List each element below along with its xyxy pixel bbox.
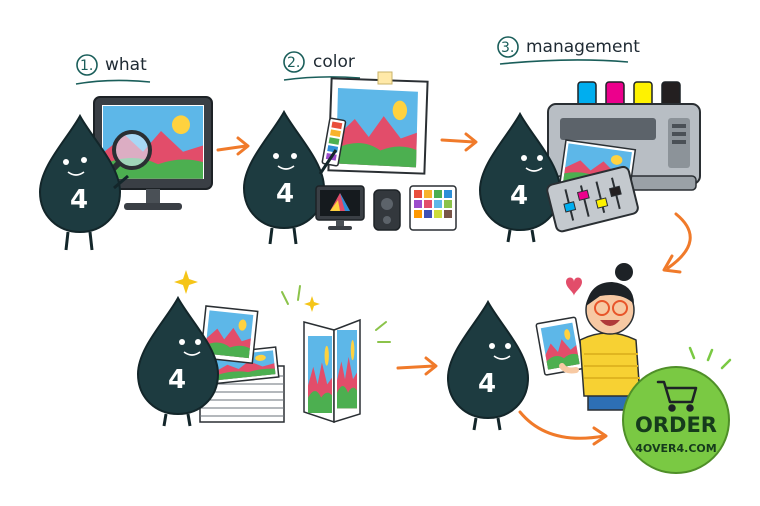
mascot-number: 4 [478,369,496,399]
step-number-circle [283,51,305,73]
control-panel [546,165,639,233]
color-chart-card [409,185,457,231]
sparkle-lines [281,285,391,343]
held-print [199,305,259,364]
mascot-2: 4 [243,111,338,245]
mascot-1: 4 [39,115,129,251]
mascot-number: 4 [70,185,88,215]
step-1-header: 1. what [75,54,151,85]
step-1-label: what [105,55,147,75]
arrow-4 [396,356,438,376]
badge-burst-lines [688,346,732,370]
step-2-label: color [313,52,355,72]
step-number-circle [497,36,519,58]
step-3-label: management [526,37,640,57]
arrow-3-curved [662,212,692,274]
heart-icon [566,277,582,296]
mascot-4: 4 [137,297,219,427]
color-swatch-fan [321,117,347,167]
step-2-number: 2. [287,55,300,71]
shopping-cart-icon [656,380,698,412]
order-badge-title: ORDER [635,413,717,437]
mascot-number: 4 [510,181,528,211]
underline [283,76,361,81]
step-3-header: 3. management [497,36,640,65]
arrow-1 [216,136,250,156]
sparkle-icon [174,270,198,294]
arrow-5-curved [518,410,608,446]
step-number-circle [76,54,98,76]
underline [499,59,629,65]
arrow-2 [440,132,478,152]
underline [75,79,151,85]
folded-brochure [303,318,361,424]
mascot-5: 4 [447,301,529,431]
calibration-monitor [315,185,365,230]
sparkle-icon-2 [304,296,320,312]
mascot-number: 4 [276,179,294,209]
colorimeter-device [373,189,401,231]
step-2-header: 2. color [283,51,361,81]
step-3-number: 3. [501,40,514,56]
order-badge[interactable]: ORDER 4OVER4.COM [622,366,730,474]
mascot-number: 4 [168,365,186,395]
step-1-number: 1. [80,58,93,74]
order-badge-url: 4OVER4.COM [635,442,716,455]
